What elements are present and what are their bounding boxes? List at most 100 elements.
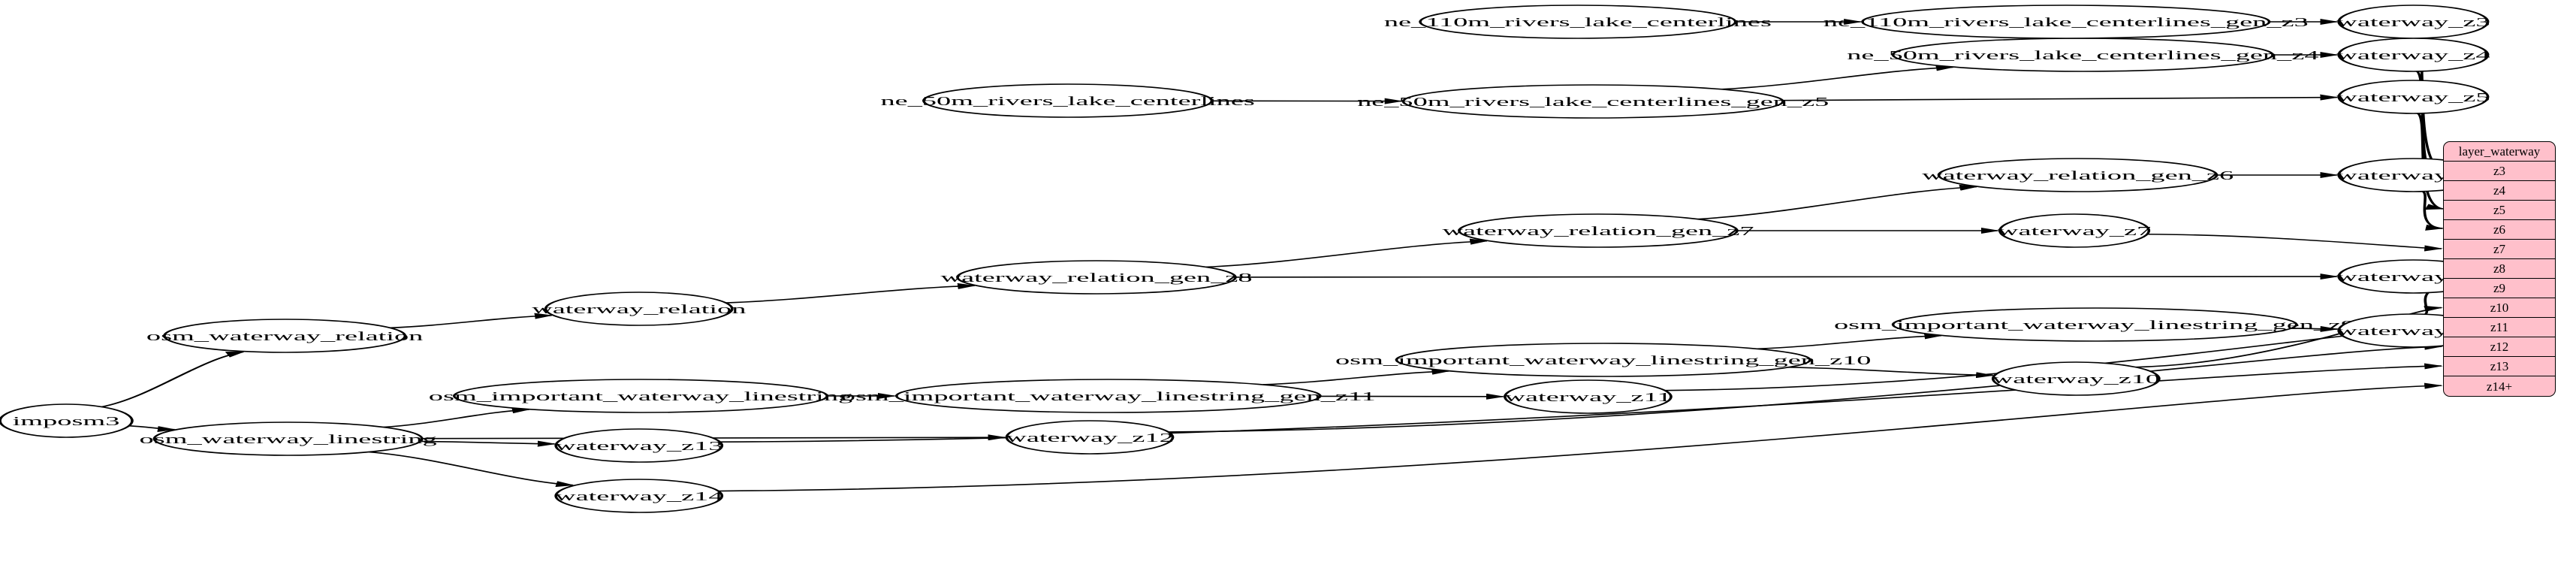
node-shape [1937, 158, 2219, 192]
graph-node-ne_50m_rivers_lake_centerlines_gen_z4[interactable]: ne_50m_rivers_lake_centerlines_gen_z4 [1847, 38, 2319, 72]
graph-node-ne_50m_rivers_lake_centerlines_gen_z5[interactable]: ne_50m_rivers_lake_centerlines_gen_z5 [1357, 84, 1829, 119]
node-shape [922, 83, 1214, 118]
graph-node-ne_110m_rivers_lake_centerlines_gen_z3[interactable]: ne_110m_rivers_lake_centerlines_gen_z3 [1823, 5, 2309, 39]
node-shape [1395, 343, 1811, 377]
node-shape [1504, 379, 1673, 414]
graph-node-osm_important_waterway_linestring_gen_z10[interactable]: osm_important_waterway_linestring_gen_z1… [1335, 343, 1871, 377]
node-shape [554, 479, 724, 513]
node-shape [452, 379, 829, 413]
node-shape [894, 379, 1322, 413]
graph-edge [1721, 65, 1955, 90]
graph-node-waterway_z5[interactable]: waterway_z5 [2336, 80, 2490, 114]
graph-node-osm_important_waterway_linestring_gen_z11[interactable]: osm_important_waterway_linestring_gen_z1… [841, 379, 1376, 413]
layer-table-row: z6 [2444, 220, 2555, 240]
graph-edge [2135, 305, 2444, 368]
node-shape [1891, 307, 2298, 342]
graph-node-waterway_z10[interactable]: waterway_z10 [1991, 361, 2161, 396]
graph-node-osm_waterway_linestring[interactable]: osm_waterway_linestring [140, 421, 437, 456]
graph-node-osm_important_waterway_linestring[interactable]: osm_important_waterway_linestring [429, 379, 853, 413]
node-label: waterway_z7 [1998, 225, 2151, 238]
node-label: waterway_z13 [555, 440, 723, 453]
layer-table-row: z3 [2444, 162, 2555, 181]
node-shape [1401, 84, 1784, 119]
node-label: imposm3 [13, 415, 120, 428]
node-label: waterway_z3 [2336, 16, 2490, 29]
node-shape [544, 292, 734, 326]
graph-edge [1262, 368, 1451, 385]
graph-edge [1788, 366, 1995, 379]
graph-node-waterway_z12[interactable]: waterway_z12 [1005, 420, 1175, 455]
graph-node-waterway_relation_gen_z8[interactable]: waterway_relation_gen_z8 [940, 260, 1253, 295]
graph-edge [101, 351, 246, 408]
node-label: osm_important_waterway_linestring_gen_z9 [1834, 319, 2355, 332]
graph-edge [2421, 191, 2445, 231]
graph-node-ne_110m_rivers_lake_centerlines[interactable]: ne_110m_rivers_lake_centerlines [1384, 5, 1772, 39]
graph-node-waterway_relation_gen_z7[interactable]: waterway_relation_gen_z7 [1442, 213, 1754, 248]
node-shape [163, 319, 407, 353]
node-label: osm_important_waterway_linestring_gen_z1… [841, 390, 1376, 403]
graph-node-waterway_relation_gen_z6[interactable]: waterway_relation_gen_z6 [1922, 158, 2234, 192]
graph-edge [1205, 238, 1489, 268]
node-label: waterway_relation_gen_z8 [940, 271, 1252, 285]
node-label: waterway_relation_gen_z6 [1922, 169, 2234, 183]
node-label: waterway_relation [532, 303, 747, 316]
node-label: osm_important_waterway_linestring [429, 390, 853, 403]
layer-table-row: z14+ [2486, 379, 2513, 394]
node-shape [0, 403, 134, 438]
layer-table-row: z4 [2444, 181, 2555, 201]
graph-node-ne_50m_rivers_lake_centerlines[interactable]: ne_50m_rivers_lake_centerlines [881, 83, 1255, 118]
node-label: waterway_z12 [1006, 431, 1174, 445]
graph-edge [1782, 94, 2339, 101]
graph-node-osm_waterway_relation[interactable]: osm_waterway_relation [146, 319, 424, 353]
layer-table-row: z12 [2444, 337, 2555, 357]
node-layer: imposm3 osm_waterway_relation osm_waterway… [0, 5, 2490, 513]
node-label: waterway_z11 [1504, 391, 1671, 404]
layer-table-row: z11 [2444, 318, 2555, 337]
node-label: ne_50m_rivers_lake_centerlines_gen_z4 [1847, 49, 2318, 62]
graph-edge [128, 425, 176, 433]
layer-table-row: z8 [2444, 259, 2555, 279]
layer-table-row: z7 [2444, 240, 2555, 259]
node-shape [956, 260, 1237, 295]
graph-edge [2146, 233, 2444, 252]
graph-node-osm_important_waterway_linestring_gen_z9[interactable]: osm_important_waterway_linestring_gen_z9 [1834, 307, 2355, 342]
layer-table-row: z5 [2444, 201, 2555, 220]
node-label: ne_110m_rivers_lake_centerlines_gen_z3 [1823, 16, 2309, 29]
graph-edge [383, 407, 531, 428]
graph-node-waterway_z11[interactable]: waterway_z11 [1504, 379, 1673, 414]
graph-node-waterway_z3[interactable]: waterway_z3 [2336, 5, 2490, 39]
graph-edge [421, 434, 1007, 441]
node-label: ne_110m_rivers_lake_centerlines [1384, 16, 1772, 29]
layer-table-title: layer_waterway [2444, 142, 2555, 162]
node-label: waterway_relation_gen_z7 [1442, 225, 1754, 238]
edge-layer [101, 19, 2460, 492]
graph-edge [369, 451, 575, 488]
node-shape [2337, 80, 2490, 114]
graph-edge [1757, 333, 1944, 350]
graph-edge [1697, 184, 1979, 220]
graph-node-waterway_z4[interactable]: waterway_z4 [2336, 38, 2490, 72]
graph-node-waterway_z7[interactable]: waterway_z7 [1998, 213, 2151, 248]
graph-edge [2291, 325, 2339, 332]
node-shape [1991, 361, 2161, 396]
graph-edge [725, 282, 976, 304]
node-label: osm_waterway_relation [146, 330, 424, 343]
graph-node-imposm3[interactable]: imposm3 [0, 403, 134, 438]
node-label: waterway_z4 [2336, 49, 2490, 62]
node-label: waterway_z10 [1992, 373, 2161, 386]
graph-edge [1235, 273, 2339, 280]
graph-node-waterway_z14[interactable]: waterway_z14 [554, 479, 724, 513]
graph-edge [389, 313, 554, 329]
node-label: ne_50m_rivers_lake_centerlines_gen_z5 [1357, 95, 1829, 109]
node-shape [1419, 5, 1737, 39]
graph-node-waterway_relation[interactable]: waterway_relation [532, 292, 747, 326]
node-label: osm_waterway_linestring [140, 433, 437, 446]
graph-node-waterway_z13[interactable]: waterway_z13 [554, 428, 724, 463]
graph-edge [1168, 343, 2444, 433]
node-shape [152, 421, 424, 456]
node-label: waterway_z14 [555, 490, 723, 503]
